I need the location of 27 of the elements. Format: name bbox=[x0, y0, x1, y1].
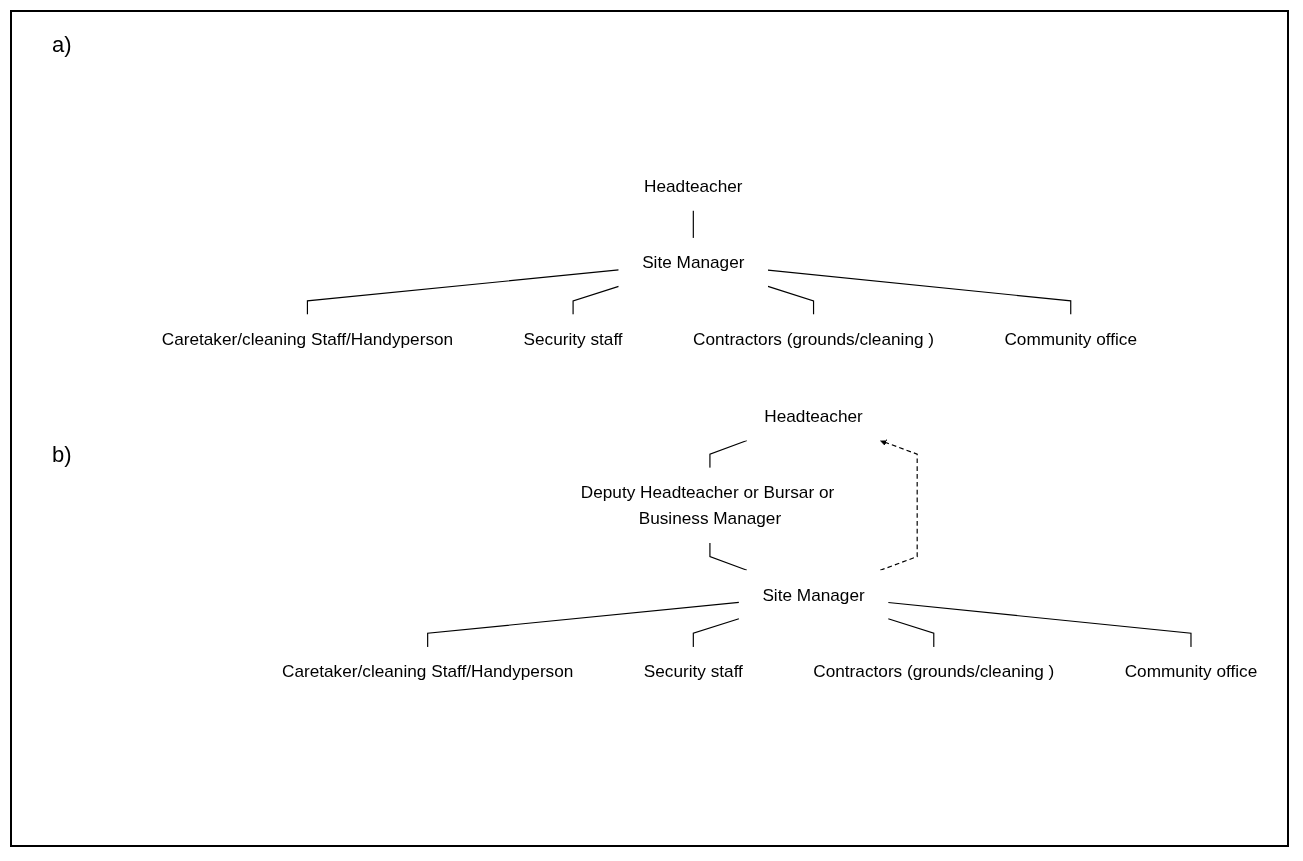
connector bbox=[692, 617, 740, 648]
connector bbox=[887, 617, 935, 648]
arrow bbox=[879, 439, 918, 571]
node-text: Security staff bbox=[643, 661, 743, 682]
node-text: Deputy Headteacher or Bursar or Business Manager bbox=[580, 482, 835, 528]
node-text: Contractors (grounds/cleaning ) bbox=[813, 661, 1055, 682]
node-text: Caretaker/cleaning Staff/Handyperson bbox=[161, 329, 454, 349]
connector bbox=[427, 601, 740, 648]
connector bbox=[887, 601, 1192, 648]
node-text: Security staff bbox=[523, 329, 623, 349]
connector bbox=[709, 542, 748, 571]
panel-label: a) bbox=[52, 32, 72, 58]
panel-label: b) bbox=[52, 442, 72, 468]
connector bbox=[767, 269, 1072, 315]
node-text: Headteacher bbox=[764, 405, 863, 426]
node-text: Community office bbox=[1124, 661, 1258, 682]
connector bbox=[572, 285, 620, 315]
node-text: Contractors (grounds/cleaning ) bbox=[693, 329, 935, 349]
node-text: Headteacher bbox=[644, 175, 743, 196]
connector bbox=[306, 269, 620, 315]
node-text: Caretaker/cleaning Staff/Handyperson bbox=[281, 661, 574, 682]
node-text: Community office bbox=[1004, 329, 1138, 349]
node-text: Site Manager bbox=[642, 252, 745, 273]
node-text: Site Manager bbox=[762, 584, 865, 605]
connector bbox=[709, 439, 748, 469]
connector bbox=[692, 209, 694, 239]
connector bbox=[767, 285, 815, 315]
